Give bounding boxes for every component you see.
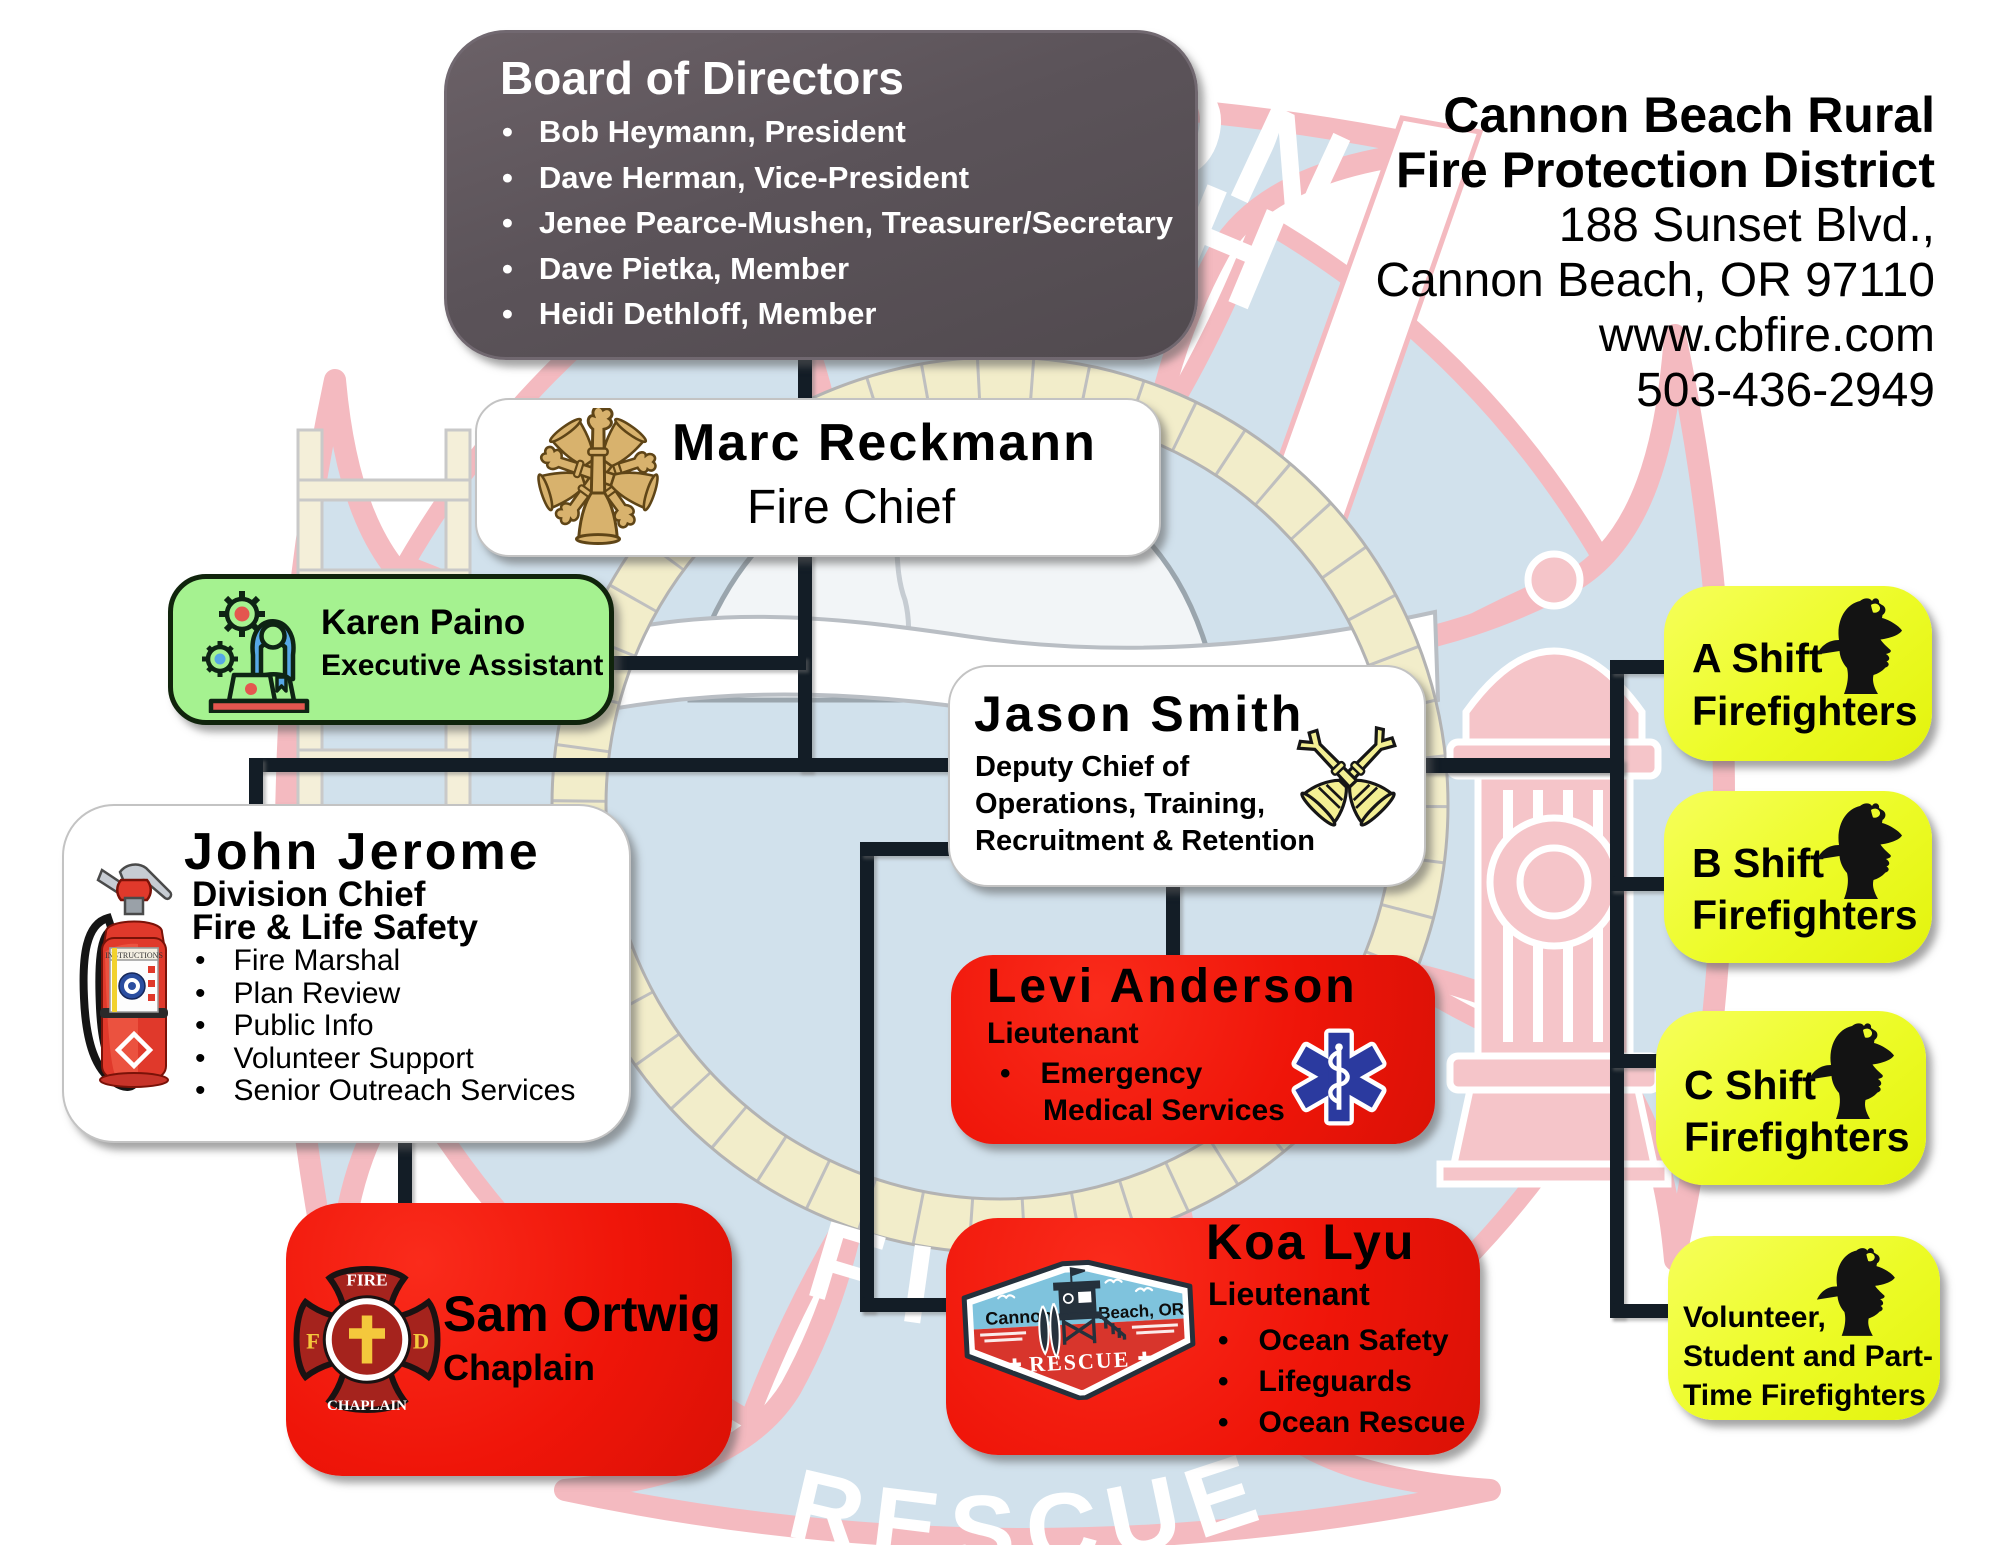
svg-text:CHAPLAIN: CHAPLAIN [327, 1398, 407, 1414]
svg-text:Cannon: Cannon [985, 1305, 1053, 1328]
svg-text:✚: ✚ [1008, 1357, 1022, 1375]
svg-text:Beach, OR: Beach, OR [1098, 1299, 1185, 1322]
svg-text:INSTRUCTIONS: INSTRUCTIONS [105, 951, 163, 960]
svg-text:F: F [306, 1329, 320, 1354]
svg-text:D: D [413, 1329, 429, 1354]
svg-text:✚: ✚ [1137, 1350, 1151, 1368]
svg-text:FIRE: FIRE [346, 1271, 387, 1290]
